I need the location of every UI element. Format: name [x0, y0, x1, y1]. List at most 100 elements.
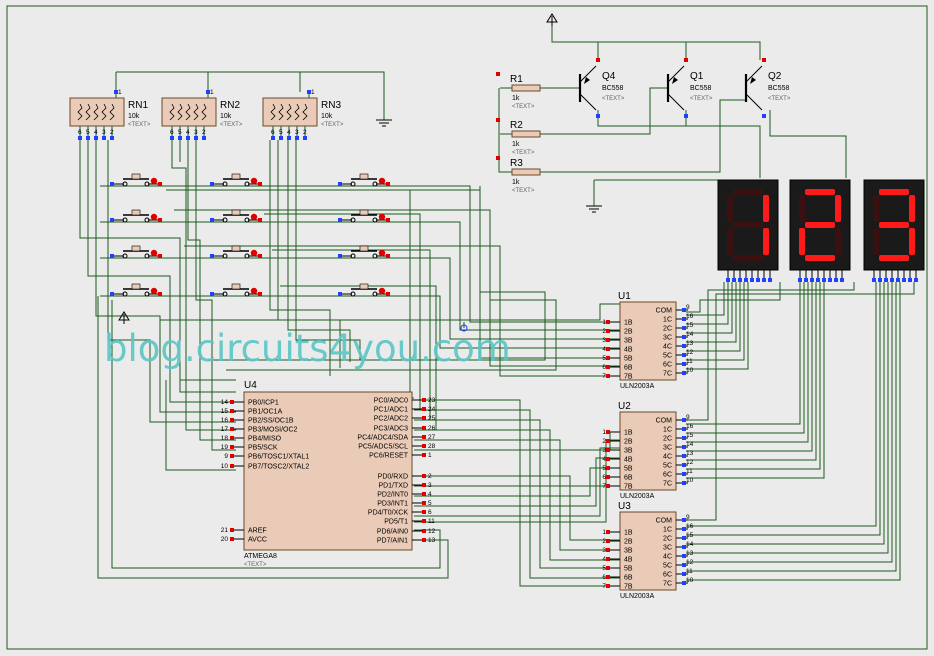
segment-e [873, 228, 879, 255]
driver-pin-name: 7C [663, 371, 672, 378]
mcu-pin-number: 5 [428, 500, 432, 507]
button-pin-left [338, 254, 342, 258]
button-contact [244, 291, 250, 297]
driver-pin-number: 11 [686, 358, 693, 365]
driver-pin-name: 4B [624, 457, 633, 464]
mcu-pin-name: PB6/TOSC1/XTAL1 [248, 454, 309, 461]
button-cap [231, 173, 241, 180]
wire-seg-u2-4 [686, 282, 817, 461]
mcu-body [243, 391, 413, 551]
driver-pin-marker [682, 436, 686, 440]
driver-pin-number: 2 [602, 328, 606, 335]
driver-pin-number: 3 [602, 447, 606, 454]
mcu-pin-name: PC1/ADC1 [374, 407, 408, 414]
mcu-pin-name: PB1/OC1A [248, 409, 283, 416]
driver-pin-number: 9 [686, 304, 690, 311]
rn-common-marker [206, 90, 210, 94]
wire-cross-1 [208, 186, 546, 361]
display-pin-marker [804, 278, 808, 282]
wire-seg-u1-2 [686, 282, 733, 334]
mcu-pin-name: PB0/ICP1 [248, 400, 279, 407]
mcu-pin-marker [230, 537, 234, 541]
driver-pin-name: 2C [663, 536, 672, 543]
wire-rn-trace-0 [79, 140, 236, 393]
push-button [212, 245, 260, 259]
driver-pin-marker [606, 530, 610, 534]
driver-pin-number: 15 [686, 432, 694, 439]
display-pin-marker [896, 278, 900, 282]
button-pin-right [158, 182, 162, 186]
driver-pin-number: 12 [686, 559, 694, 566]
wire-mcu-uln-2 [414, 419, 620, 569]
mcu-pin-name: PD5/T1 [384, 519, 408, 526]
driver-pin-marker [606, 466, 610, 470]
segment-b [909, 195, 915, 222]
mcu-text: <TEXT> [244, 562, 267, 568]
driver-pin-marker [606, 430, 610, 434]
mcu-pin-number: 25 [428, 415, 436, 422]
wire-top-bus [160, 303, 640, 321]
driver-pin-name: 2B [624, 439, 633, 446]
rn-common-pin-label: 1 [210, 89, 214, 96]
rn-pin-marker [86, 136, 90, 140]
resistor-value: 1k [512, 141, 520, 148]
mcu-pin-marker [230, 427, 234, 431]
mcu-pin-number: 23 [428, 397, 436, 404]
rn-pin-marker [170, 136, 174, 140]
display-pin-marker [810, 278, 814, 282]
driver-pin-marker [682, 481, 686, 485]
mcu-pin-marker [230, 436, 234, 440]
driver-pin-name: 6B [624, 365, 633, 372]
rn-common-pin-label: 1 [311, 89, 315, 96]
mcu-pin-name: PB5/SCK [248, 445, 278, 452]
rn-pin-marker [295, 136, 299, 140]
driver-pin-marker [606, 356, 610, 360]
resistor-body [511, 84, 541, 92]
driver-pin-number: 6 [602, 364, 606, 371]
driver-pin-number: 6 [602, 574, 606, 581]
mcu-pin-marker [422, 474, 426, 478]
driver-pin-name: 4B [624, 557, 633, 564]
button-pin-right [158, 254, 162, 258]
rn-pin-marker [194, 136, 198, 140]
resistor-pin-marker [496, 72, 500, 76]
transistor-arrow-icon [750, 77, 756, 84]
driver-pin-number: 10 [686, 367, 694, 374]
rn-pin-label: 2 [110, 129, 114, 136]
rn-pin-marker [271, 136, 275, 140]
driver-pin-marker [606, 329, 610, 333]
transistor-part: BC558 [602, 85, 624, 92]
resistor-network-body [69, 97, 125, 127]
wire-seg-u3-3 [686, 282, 889, 554]
button-contact [372, 253, 378, 259]
transistor-pin-marker [762, 58, 766, 62]
driver-pin-name: 3C [663, 335, 672, 342]
button-indicator-icon [150, 287, 158, 295]
button-contact [350, 217, 356, 223]
button-cap [131, 283, 141, 290]
push-button [340, 209, 388, 223]
driver-pin-name: 1B [624, 430, 633, 437]
driver-pin-marker [682, 418, 686, 422]
driver-pin-name: 5C [663, 563, 672, 570]
button-contact [222, 253, 228, 259]
button-indicator-icon [150, 213, 158, 221]
push-button [212, 209, 260, 223]
driver-pin-number: 5 [602, 355, 606, 362]
wire-q2-disp [769, 110, 847, 178]
wire-seg-u1-6 [686, 282, 749, 370]
wire-seg-u2-5 [686, 282, 821, 470]
button-contact [372, 291, 378, 297]
rn-pin-label: 5 [178, 129, 182, 136]
driver-pin-number: 2 [602, 538, 606, 545]
push-button [212, 173, 260, 187]
wire-mcu-uln-1 [414, 409, 620, 579]
driver-body [619, 411, 677, 491]
mcu-pin-number: 11 [428, 518, 435, 525]
driver-pin-name: 1C [663, 317, 672, 324]
wire-seg-u3-2 [686, 282, 885, 545]
wire-rn-trace-11 [295, 140, 361, 360]
rn-pin-label: 4 [186, 129, 190, 136]
